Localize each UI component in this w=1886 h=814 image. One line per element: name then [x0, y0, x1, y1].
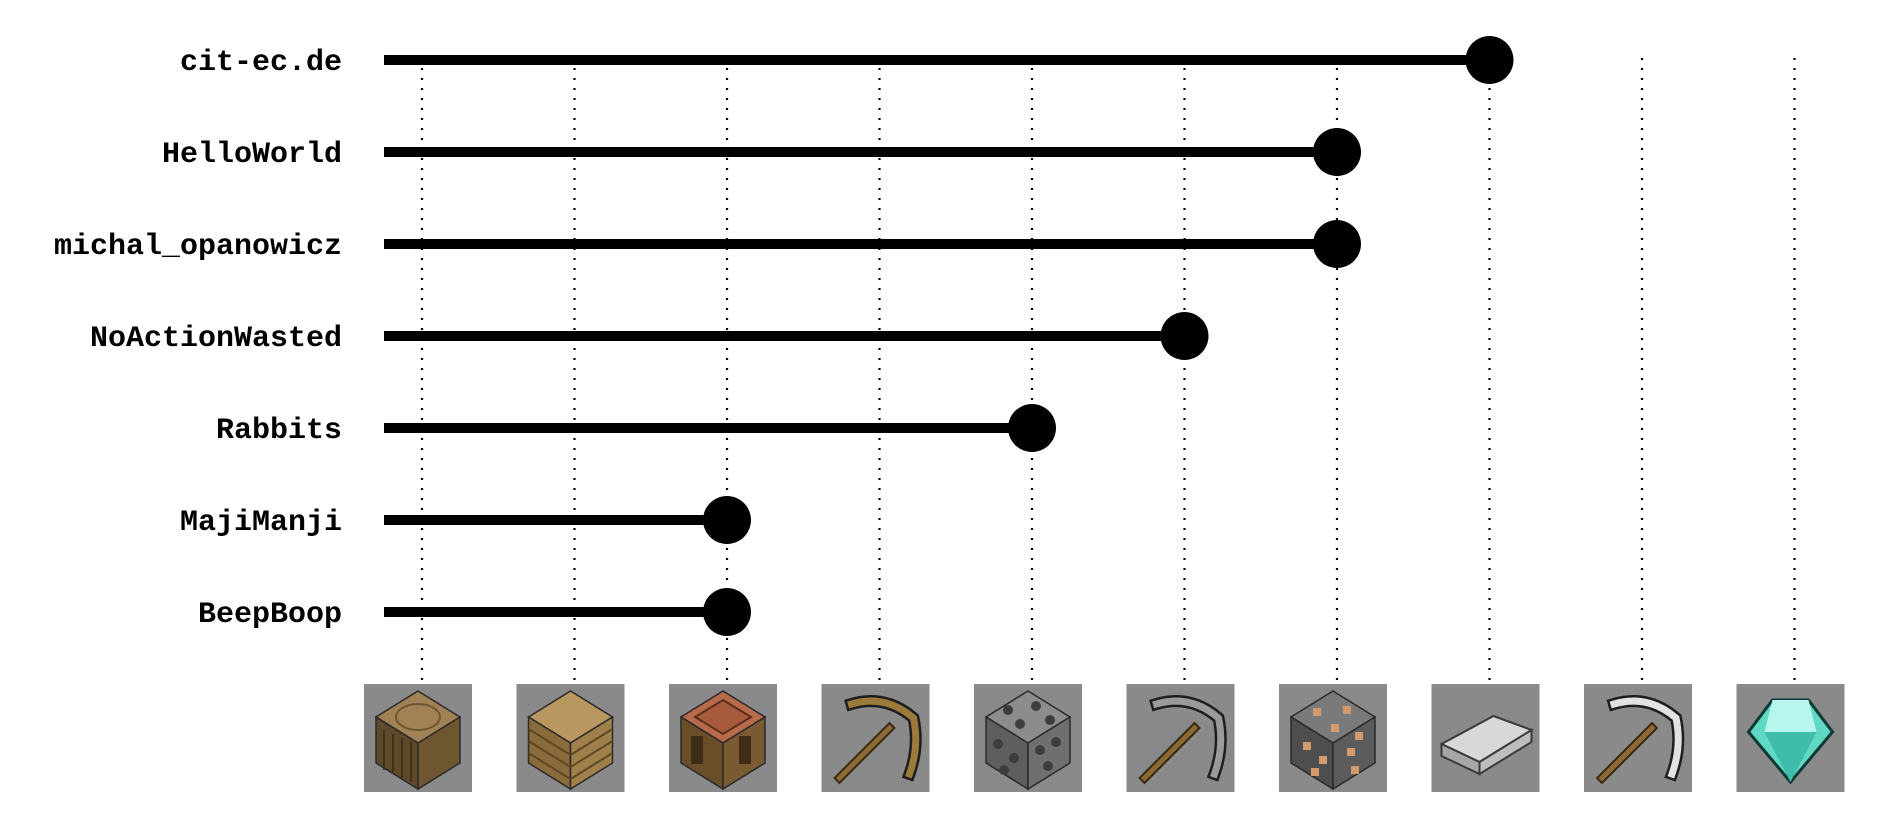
- stone-pickaxe-icon: [1126, 684, 1235, 792]
- diamond-icon: [1736, 684, 1845, 792]
- lollipop-dot: [1465, 36, 1514, 84]
- wooden-pickaxe-icon: [821, 684, 930, 792]
- lollipop-stems: [384, 36, 1514, 636]
- x-axis-icons: [364, 684, 1845, 792]
- lollipop-dot: [1008, 404, 1056, 452]
- row-label: NoActionWasted: [90, 322, 342, 356]
- lollipop-dot: [1313, 220, 1361, 268]
- iron-ore-icon: [1279, 684, 1387, 792]
- lollipop-dot: [703, 588, 751, 636]
- row-label: BeepBoop: [198, 598, 342, 632]
- lollipop-dot: [703, 496, 751, 544]
- row-label: MajiManji: [180, 506, 342, 540]
- wood-log-icon: [364, 684, 472, 792]
- row-label: Rabbits: [216, 414, 342, 448]
- iron-pickaxe-icon: [1584, 684, 1692, 792]
- row-label: HelloWorld: [162, 138, 342, 172]
- grid-lines: [420, 58, 1796, 682]
- lollipop-dot: [1160, 312, 1209, 360]
- crafting-table-icon: [669, 684, 777, 792]
- row-label: cit-ec.de: [180, 46, 342, 80]
- wood-planks-icon: [516, 684, 625, 792]
- lollipop-dot: [1313, 128, 1361, 176]
- iron-ingot-icon: [1431, 684, 1540, 792]
- cobblestone-icon: [974, 684, 1082, 792]
- row-label: michal_opanowicz: [54, 230, 342, 264]
